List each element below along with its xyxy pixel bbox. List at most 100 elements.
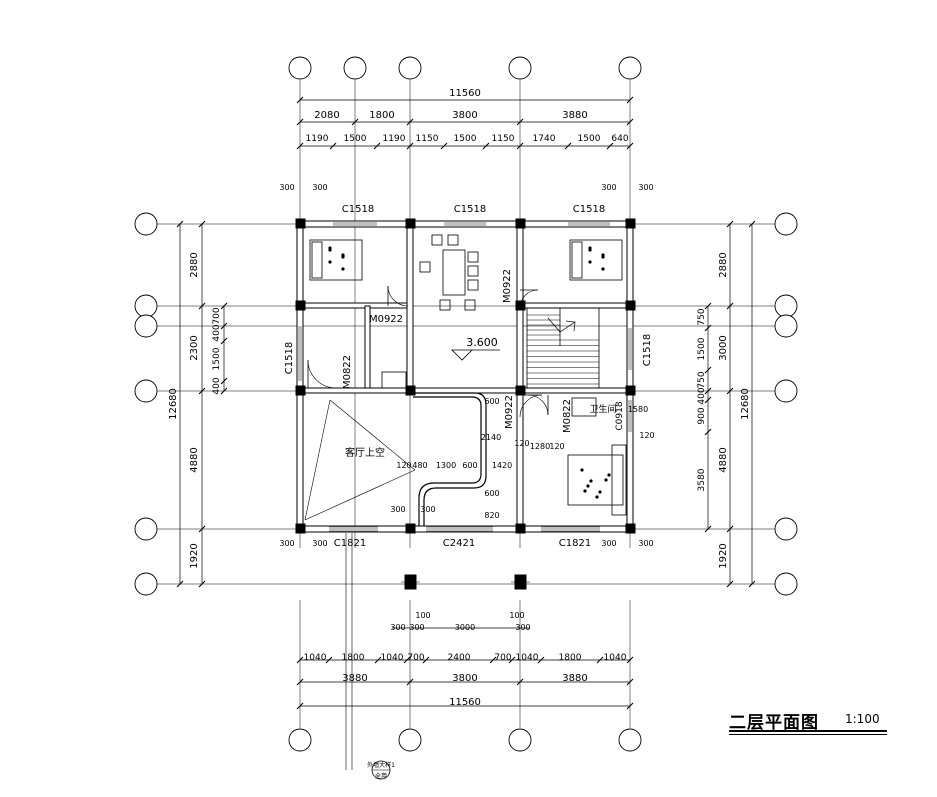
dimension-tick [406, 118, 414, 126]
dimension-tick [489, 656, 497, 664]
walls [295, 218, 636, 780]
structural-column [405, 218, 416, 229]
dim-porch: 100 [509, 611, 524, 620]
dim-left-bay: 2880 [189, 252, 200, 277]
dim-top-detail: 1150 [492, 134, 515, 144]
dimension-tick [296, 656, 304, 664]
window-label: C1821 [559, 538, 591, 549]
structural-column [515, 523, 526, 534]
dim-left-bay: 1920 [189, 543, 200, 568]
dimension-tick [626, 96, 634, 104]
dim-right-detail: 750 [697, 308, 707, 325]
bed-pattern [589, 479, 593, 483]
stair-outline [526, 307, 600, 389]
dimension-tick [704, 396, 712, 404]
dim-left-bay: 4880 [189, 447, 200, 472]
note-label: 外墙大样1 [367, 761, 395, 769]
dim-right-detail: 400 [697, 387, 707, 404]
door-m0822-bathroom [527, 394, 549, 416]
bed-pattern [601, 255, 605, 259]
dim-right-bay: 3000 [718, 335, 729, 360]
axis-bubble [774, 294, 798, 318]
tea-table [442, 249, 466, 296]
dimension-tick [596, 656, 604, 664]
void-diagonal [304, 469, 416, 521]
tea-chair [467, 279, 479, 291]
dimension-tick [403, 656, 411, 664]
bed-pattern [341, 255, 345, 259]
dimension-tick [220, 377, 228, 385]
dimension-tick [726, 220, 734, 228]
dim-stair-void: 600 [462, 461, 477, 470]
dimension-tick [626, 656, 634, 664]
axis-bubble [508, 728, 532, 752]
dim-bottom-detail: 1800 [559, 653, 582, 663]
dim-top-detail: 640 [611, 134, 628, 144]
dimension-tick [176, 220, 184, 228]
structural-column [295, 218, 306, 229]
dim-left-detail: 400 [212, 324, 222, 341]
dim-stair-void: 1580 [628, 405, 648, 414]
dim-stair-void: 120 [549, 442, 564, 451]
window-label: C0918 [615, 401, 625, 430]
dim-top-detail: 1740 [533, 134, 556, 144]
dim-right-detail: 1500 [697, 337, 707, 360]
drawing-scale: 1:100 [845, 712, 880, 726]
dim-porch: 100 [415, 611, 430, 620]
bed-pillow [311, 241, 323, 279]
dim-stair-void: 480 [412, 461, 427, 470]
bed-pattern [588, 248, 592, 252]
wall-row-c-right [516, 387, 634, 394]
tea-chair [419, 261, 431, 273]
dim-porch: 300 [390, 623, 405, 632]
window-label: C1518 [284, 342, 295, 374]
axis-bubble [134, 294, 158, 318]
title-underline-thin [729, 734, 887, 735]
axis-bubble [134, 517, 158, 541]
window-label: C1518 [573, 204, 605, 215]
dimension-tick [406, 678, 414, 686]
axis-bubble [774, 517, 798, 541]
window-label: C1518 [454, 204, 486, 215]
dim-top-detail: 1500 [344, 134, 367, 144]
axis-bubble [774, 379, 798, 403]
dimension-tick [220, 337, 228, 345]
dim-top-detail: 1190 [383, 134, 406, 144]
bed-pattern [598, 490, 602, 494]
dimension-tick [704, 302, 712, 310]
dimension-tick [516, 118, 524, 126]
dim-corner: 300 [601, 539, 616, 548]
dim-bottom-detail: 700 [494, 653, 511, 663]
wall-east [626, 220, 634, 533]
axis-bubble [134, 314, 158, 338]
dimension-tick [704, 428, 712, 436]
dimension-tick [704, 366, 712, 374]
dim-left-detail: 400 [212, 377, 222, 394]
tea-chair [447, 234, 459, 246]
dimension-tick [704, 525, 712, 533]
bed-pattern [580, 468, 584, 472]
axis-bubble [774, 572, 798, 596]
axis-bubble [508, 56, 532, 80]
dim-right-bay: 4880 [718, 447, 729, 472]
dim-porch: 300 [515, 623, 530, 632]
bed-pattern [328, 248, 332, 252]
dimension-tick [373, 142, 381, 150]
stair-arrow [547, 317, 576, 333]
bed-pattern [588, 260, 592, 264]
dim-right-bay: 2880 [718, 252, 729, 277]
dim-stair-void: 2140 [481, 433, 501, 442]
wardrobe [611, 444, 627, 516]
dim-bottom-detail: 1040 [604, 653, 627, 663]
dimension-tick [516, 678, 524, 686]
dimension-tick [748, 220, 756, 228]
bed-second [569, 239, 623, 281]
structural-column [295, 523, 306, 534]
tea-chair [464, 299, 476, 311]
dim-bottom-detail: 1040 [304, 653, 327, 663]
dimension-tick [508, 656, 516, 664]
dimension-tick [564, 142, 572, 150]
dim-left-bay: 2300 [189, 335, 200, 360]
drawing-title: 二层平面图 [729, 713, 819, 733]
